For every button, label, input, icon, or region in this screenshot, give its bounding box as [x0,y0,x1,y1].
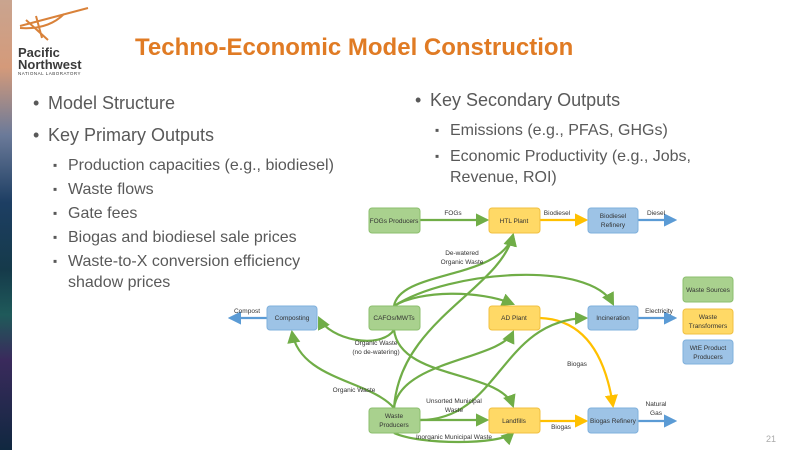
node-cafos: CAFOs/MWTs [373,315,415,322]
decorative-image-strip [0,0,12,450]
node-waste-producers: Producers [379,422,409,429]
sub-bullet: Waste-to-X conversion efficiency shadow … [53,251,328,293]
node-composting: Composting [275,315,310,322]
edge-label: Gas [650,410,663,417]
edge-label: Organic Waste [441,259,484,266]
edge-label: Inorganic Municipal Waste [416,434,492,441]
legend-wte-producers: Producers [693,354,723,361]
sub-bullet: Biogas and biodiesel sale prices [53,227,297,248]
sub-bullet: Waste flows [53,179,154,200]
logo-text: Northwest [18,57,82,72]
edge-label: Compost [234,308,260,315]
edges [227,213,678,446]
logo-text: NATIONAL LABORATORY [18,71,82,76]
node-biodiesel-refinery: Refinery [601,222,626,229]
legend-waste-transformers: Waste [699,314,718,321]
edge-label: De-watered [445,250,479,257]
edge-label: Biodiesel [544,210,571,217]
node-biodiesel-refinery: Biodiesel [600,213,627,220]
edge-label: FOGs [444,210,462,217]
node-landfills: Landfills [502,418,527,425]
slide-title: Techno-Economic Model Construction [135,34,574,61]
node-waste-producers: Waste [385,413,404,420]
node-htl-plant: HTL Plant [500,218,529,225]
bullet: Key Primary Outputs [33,125,214,146]
pnnl-logo: Pacific Northwest NATIONAL LABORATORY [18,6,98,76]
edge-label: Electricity [645,308,674,315]
edge-label: Biogas [567,361,588,368]
edge-label: Natural [646,401,668,408]
logo-text: Pacific [18,45,60,60]
edge-label: (no de-watering) [352,349,399,356]
nodes [266,207,734,434]
node-biogas-refinery: Biogas Refinery [590,418,637,425]
edge-label: Waste [445,407,464,414]
node-incineration: Incineration [596,315,630,322]
node-fogs-producers: FOGs Producers [370,218,420,225]
bullet: Key Secondary Outputs [415,90,620,111]
legend-waste-sources: Waste Sources [686,287,731,294]
sub-bullet: Gate fees [53,203,137,224]
edge-label: Unsorted Municipal [426,398,482,405]
page-number: 21 [765,434,776,444]
legend-waste-transformers: Transformers [689,323,728,330]
legend-wte-producers: WtE Product [690,345,727,352]
logo-mark-icon [19,7,89,41]
edge-label: Organic Waste [333,387,376,394]
sub-bullet: Economic Productivity (e.g., Jobs, Reven… [435,146,750,188]
edge-label: Organic Waste [355,340,398,347]
edge-label: Diesel [647,210,666,217]
bullet: Model Structure [33,93,175,114]
sub-bullet: Emissions (e.g., PFAS, GHGs) [435,120,668,141]
edge-label: Biogas [551,424,572,431]
node-ad-plant: AD Plant [501,315,527,322]
sub-bullet: Production capacities (e.g., biodiesel) [53,155,334,176]
